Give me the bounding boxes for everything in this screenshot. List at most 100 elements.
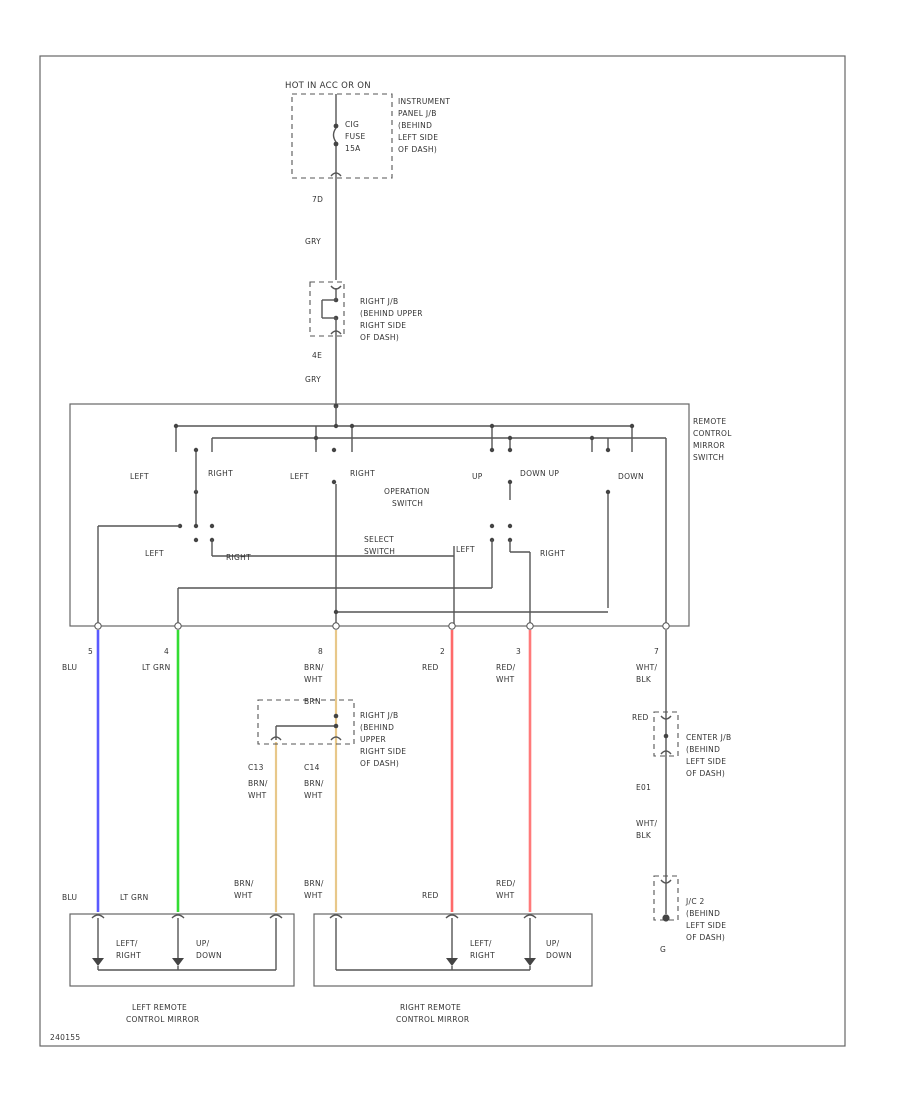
right-mirror-connectors [329, 914, 537, 971]
red-tag: RED [632, 713, 649, 722]
diagram-code: 240155 [50, 1033, 80, 1042]
motor-icon [92, 958, 184, 966]
jc2-box [653, 875, 679, 921]
svg-text:OF DASH): OF DASH) [360, 759, 399, 768]
jc2-connector-icon [660, 879, 672, 884]
select-switch-contacts [97, 494, 608, 624]
c14-label: C14 [304, 763, 320, 772]
b-ltgrn: LT GRN [120, 893, 149, 902]
left-mirror-label: LEFT REMOTE CONTROL MIRROR [126, 1003, 199, 1024]
svg-text:RIGHT J/B: RIGHT J/B [360, 711, 398, 720]
svg-text:REMOTE: REMOTE [693, 417, 726, 426]
b-blu: BLU [62, 893, 77, 902]
svg-text:FUSE: FUSE [345, 132, 366, 141]
right-jb2-label: RIGHT J/B (BEHIND UPPER RIGHT SIDE OF DA… [360, 711, 406, 768]
sel-left2: LEFT [456, 545, 475, 554]
right-jb-upper [309, 281, 345, 337]
svg-text:BRN/: BRN/ [248, 779, 268, 788]
right-jb-lower [257, 699, 355, 745]
conn-4e-label: 4E [312, 351, 322, 360]
svg-text:RIGHT REMOTE: RIGHT REMOTE [400, 1003, 461, 1012]
svg-text:UPPER: UPPER [360, 735, 386, 744]
pin-8: 8 [318, 647, 323, 656]
w-whtblk2: WHT/ BLK [636, 819, 658, 840]
sel-right2: RIGHT [540, 549, 565, 558]
svg-text:RED/: RED/ [496, 663, 516, 672]
svg-text:CONTROL MIRROR: CONTROL MIRROR [126, 1015, 199, 1024]
w-brnwht3: BRN/ WHT [304, 779, 324, 800]
svg-text:OF DASH): OF DASH) [686, 933, 725, 942]
sw-up1: UP [472, 472, 483, 481]
svg-text:WHT: WHT [304, 891, 323, 900]
right-jb-label: RIGHT J/B (BEHIND UPPER RIGHT SIDE OF DA… [360, 297, 423, 342]
svg-text:BRN/: BRN/ [234, 879, 254, 888]
b-brnwht: BRN/ WHT [234, 879, 254, 900]
svg-text:BRN/: BRN/ [304, 663, 324, 672]
wire-gry2-label: GRY [305, 375, 321, 384]
b-red: RED [422, 891, 439, 900]
diagram-frame [39, 55, 846, 1047]
left-mirror-connectors [91, 914, 283, 971]
svg-text:BLK: BLK [636, 831, 652, 840]
svg-text:OF DASH): OF DASH) [360, 333, 399, 342]
svg-text:RIGHT SIDE: RIGHT SIDE [360, 747, 406, 756]
svg-text:INSTRUMENT: INSTRUMENT [398, 97, 450, 106]
svg-text:(BEHIND UPPER: (BEHIND UPPER [360, 309, 423, 318]
cig-fuse-label: CIG FUSE 15A [345, 120, 366, 153]
junction-lower-icon [270, 713, 342, 741]
svg-text:(BEHIND: (BEHIND [398, 121, 432, 130]
select-switch-label: SELECT SWITCH [364, 535, 395, 556]
svg-text:CONTROL: CONTROL [693, 429, 732, 438]
svg-text:WHT: WHT [496, 675, 515, 684]
sel-right: RIGHT [226, 553, 251, 562]
svg-text:RIGHT J/B: RIGHT J/B [360, 297, 398, 306]
center-jb-label: CENTER J/B (BEHIND LEFT SIDE OF DASH) [686, 733, 731, 778]
svg-text:LEFT SIDE: LEFT SIDE [686, 757, 726, 766]
operation-switch-contacts [193, 447, 611, 612]
left-mirror-box [69, 913, 295, 987]
bus-nodes [173, 423, 635, 441]
svg-text:LEFT SIDE: LEFT SIDE [398, 133, 438, 142]
b-brnwht2: BRN/ WHT [304, 879, 324, 900]
svg-text:SWITCH: SWITCH [392, 499, 423, 508]
sw-right1: RIGHT [208, 469, 233, 478]
svg-text:UP/: UP/ [546, 939, 560, 948]
svg-text:BRN/: BRN/ [304, 779, 324, 788]
switch-output-pins [94, 622, 670, 630]
svg-text:WHT: WHT [248, 791, 267, 800]
c13-label: C13 [248, 763, 264, 772]
svg-text:PANEL J/B: PANEL J/B [398, 109, 437, 118]
b-redwht: RED/ WHT [496, 879, 515, 900]
rm-motor2-label: UP/ DOWN [546, 939, 572, 960]
w-whtblk: WHT/ BLK [636, 663, 657, 684]
sw-right2: RIGHT [350, 469, 375, 478]
svg-text:15A: 15A [345, 144, 361, 153]
svg-text:SELECT: SELECT [364, 535, 394, 544]
hot-label: HOT IN ACC OR ON [285, 81, 371, 91]
w-brnwht: BRN/ WHT [304, 663, 324, 684]
svg-text:LEFT/: LEFT/ [116, 939, 138, 948]
operation-switch-label: OPERATION SWITCH [384, 487, 429, 508]
svg-text:WHT/: WHT/ [636, 819, 658, 828]
ground-node [662, 914, 670, 922]
pin-4: 4 [164, 647, 169, 656]
fuse-icon [332, 94, 339, 147]
svg-text:OF DASH): OF DASH) [398, 145, 437, 154]
svg-text:MIRROR: MIRROR [693, 441, 725, 450]
junction-connector-icon [321, 285, 342, 335]
svg-text:DOWN: DOWN [546, 951, 572, 960]
svg-text:(BEHIND: (BEHIND [686, 745, 720, 754]
rm-motor1-label: LEFT/ RIGHT [470, 939, 495, 960]
svg-text:WHT: WHT [496, 891, 515, 900]
center-jb-icon [660, 715, 672, 755]
ip-junction-block [291, 93, 393, 179]
right-mirror-label: RIGHT REMOTE CONTROL MIRROR [396, 1003, 469, 1024]
svg-text:LEFT/: LEFT/ [470, 939, 492, 948]
sw-left2: LEFT [290, 472, 309, 481]
svg-text:DOWN: DOWN [196, 951, 222, 960]
sw-down: DOWN [618, 472, 644, 481]
svg-text:UP/: UP/ [196, 939, 210, 948]
svg-text:OF DASH): OF DASH) [686, 769, 725, 778]
svg-text:CENTER J/B: CENTER J/B [686, 733, 731, 742]
